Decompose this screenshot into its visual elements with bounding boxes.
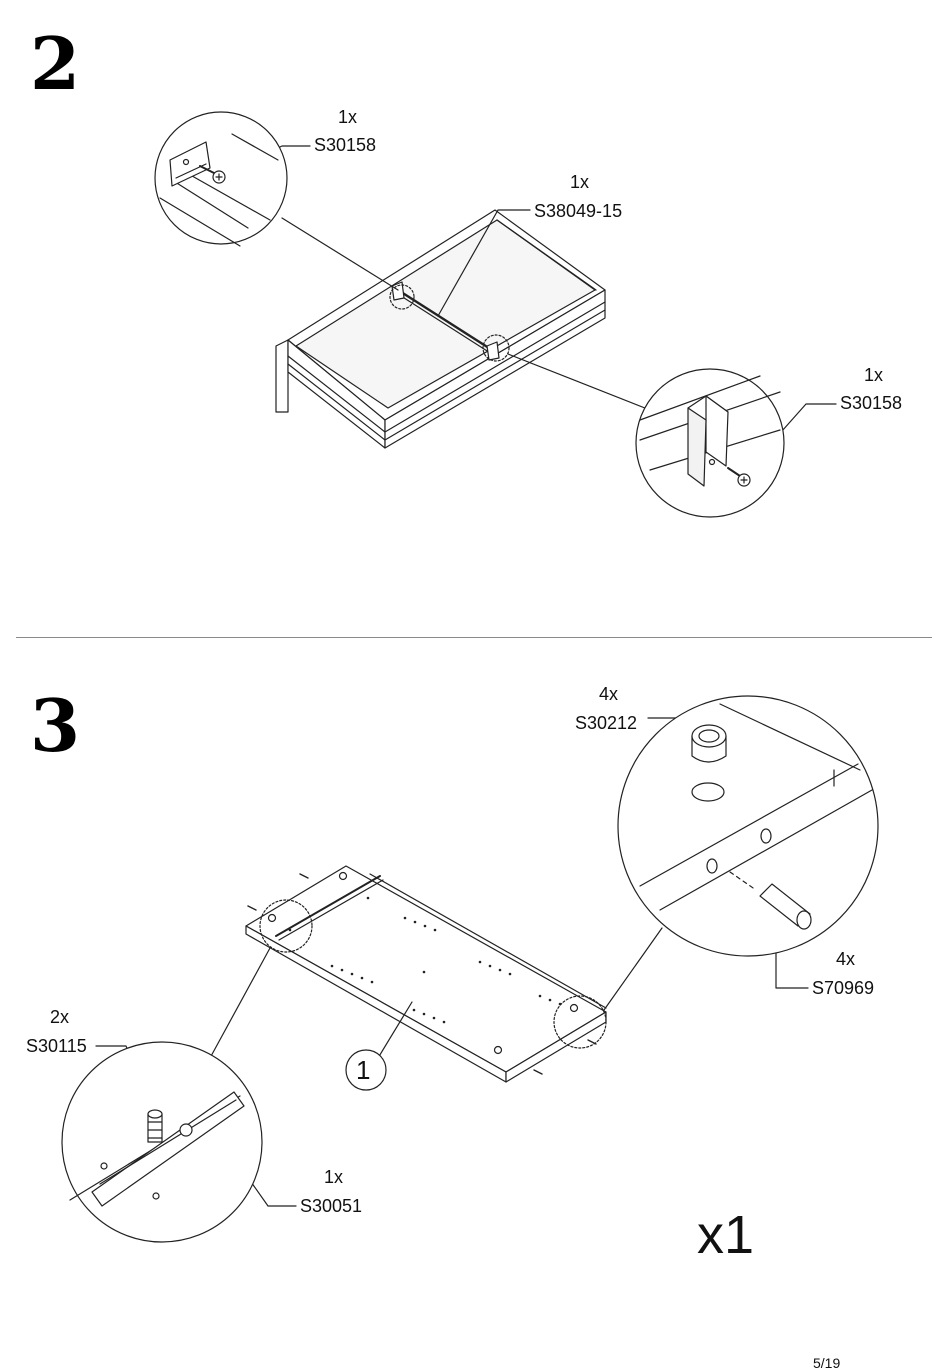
detail-circle-bottom-left <box>62 1042 262 1242</box>
panel-holes <box>288 896 562 1024</box>
step2-callout-2-code: S38049-15 <box>534 201 623 221</box>
euro-screw-icon <box>148 1110 162 1142</box>
dowel-icons <box>248 874 596 1074</box>
detail-circle-top-right <box>618 696 878 956</box>
part-number-label: 1 <box>356 1055 371 1085</box>
step3-callout-1-qty: 4x <box>599 684 619 704</box>
step-divider <box>16 637 932 638</box>
page-number: 5/19 <box>813 1355 841 1371</box>
cam-lock-icon <box>692 725 726 762</box>
step-2-number: 2 <box>30 21 81 106</box>
drawer-box <box>276 210 605 448</box>
step3-callout-3-qty: 2x <box>50 1007 70 1027</box>
step-3-number: 3 <box>30 683 81 768</box>
step3-callout-4-code: S30051 <box>300 1196 363 1216</box>
step2-callout-3-qty: 1x <box>864 365 884 385</box>
screw-icon <box>728 468 750 486</box>
step3-callout-4-qty: 1x <box>324 1167 344 1187</box>
step2-callout-1-code: S30158 <box>314 135 377 155</box>
step-2-illustration <box>0 0 950 640</box>
detail-circle-right <box>636 369 784 517</box>
step3-callout-3-code: S30115 <box>26 1036 87 1056</box>
step2-callout-2-qty: 1x <box>570 172 590 192</box>
drawer-slide-rail <box>392 282 499 360</box>
screw-icon <box>200 166 225 183</box>
detail-circle-left <box>155 112 287 246</box>
step3-callout-1-code: S30212 <box>575 713 638 733</box>
cam-lock-icons <box>269 873 578 1054</box>
wooden-dowel-icon <box>730 872 811 929</box>
step2-callout-3-code: S30158 <box>840 393 903 413</box>
step2-callout-1-qty: 1x <box>338 107 358 127</box>
step3-callout-2-code: S70969 <box>812 978 875 998</box>
quantity-multiplier: x1 <box>697 1205 755 1265</box>
bottom-panel <box>246 866 606 1082</box>
step3-callout-2-qty: 4x <box>836 949 856 969</box>
